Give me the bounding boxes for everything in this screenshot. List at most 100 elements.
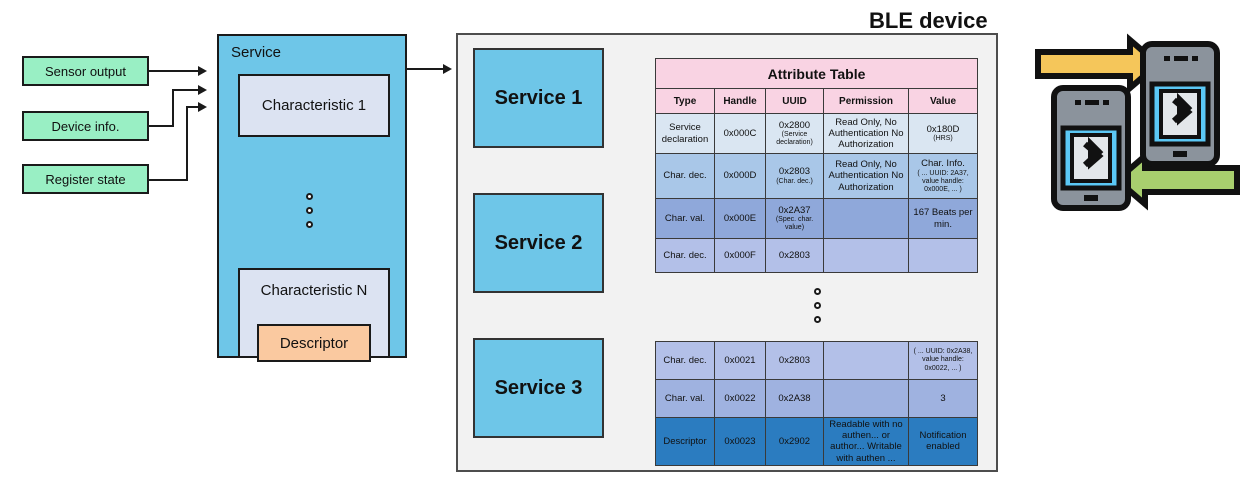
attribute-table-ellipsis xyxy=(814,288,821,323)
cell-handle: 0x000F xyxy=(714,238,766,273)
cell-uuid-main: 0x2803 xyxy=(778,249,811,261)
cell-uuid-main: 0x2803 xyxy=(778,166,811,178)
cell-type: Char. dec. xyxy=(655,153,715,199)
cell-uuid: 0x2800 (Service declaration) xyxy=(765,113,824,154)
cell-permission xyxy=(823,379,909,418)
cell-value xyxy=(907,238,979,273)
cell-handle: 0x000E xyxy=(714,198,766,239)
descriptor-box: Descriptor xyxy=(257,324,371,362)
dot-icon xyxy=(814,288,821,295)
cell-value-main: 3 xyxy=(940,392,946,404)
cell-handle: 0x0021 xyxy=(714,341,766,380)
cell-permission: Read Only, No Authentication No Authoriz… xyxy=(823,153,909,199)
cell-value-main: 0x180D xyxy=(926,123,960,135)
connector-register-state-h2 xyxy=(186,106,198,108)
cell-permission xyxy=(823,238,909,273)
connector-device-info-h1 xyxy=(149,125,174,127)
table-row: Char. dec. 0x0021 0x2803 ( ... UUID: 0x2… xyxy=(655,341,978,380)
service-box-3: Service 3 xyxy=(473,338,604,438)
cell-type: Service declaration xyxy=(655,113,715,154)
dot-icon xyxy=(814,316,821,323)
cell-uuid: 0x2902 xyxy=(765,417,824,466)
attribute-table-bottom: Char. dec. 0x0021 0x2803 ( ... UUID: 0x2… xyxy=(655,341,978,466)
cell-uuid-main: 0x2800 xyxy=(778,119,811,131)
characteristic-first-box: Characteristic 1 xyxy=(238,74,390,137)
attribute-table-top: Attribute Table Type Handle UUID Permiss… xyxy=(654,58,979,273)
cell-uuid-main: 0x2A37 xyxy=(778,204,811,216)
cell-uuid-main: 0x2A38 xyxy=(778,392,811,404)
connector-service-to-ble xyxy=(407,68,443,70)
characteristic-last-label: Characteristic N xyxy=(260,282,368,299)
arrow-head-ble xyxy=(443,64,452,74)
table-row: Char. dec. 0x000F 0x2803 xyxy=(655,238,979,273)
dot-icon xyxy=(814,302,821,309)
cell-value: 0x180D (HRS) xyxy=(907,113,979,154)
cell-handle: 0x000C xyxy=(714,113,766,154)
arrow-head-1 xyxy=(198,66,207,76)
cell-permission: Read Only, No Authentication No Authoriz… xyxy=(823,113,909,154)
connector-device-info-h2 xyxy=(172,89,198,91)
table-row: Char. val. 0x0022 0x2A38 3 xyxy=(655,379,978,418)
cell-uuid-sub: (Spec. char. value) xyxy=(775,216,814,232)
input-box-sensor-output: Sensor output xyxy=(22,56,149,86)
column-header-handle: Handle xyxy=(714,88,766,114)
cell-uuid: 0x2A38 xyxy=(765,379,824,418)
cell-type: Char. dec. xyxy=(655,341,715,380)
cell-handle: 0x0023 xyxy=(714,417,766,466)
table-row: Char. val. 0x000E 0x2A37 (Spec. char. va… xyxy=(655,198,979,239)
cell-uuid: 0x2803 (Char. dec.) xyxy=(765,153,824,199)
cell-value-main: Char. Info. xyxy=(921,158,965,170)
cell-value-sub: (HRS) xyxy=(933,135,953,143)
ble-device-title: BLE device xyxy=(869,8,988,33)
dot-icon xyxy=(306,221,313,228)
cell-value: 3 xyxy=(908,379,978,418)
table-row: Descriptor 0x0023 0x2902 Readable with n… xyxy=(655,417,978,466)
connector-register-state-v xyxy=(186,106,188,181)
table-row: Char. dec. 0x000D 0x2803 (Char. dec.) Re… xyxy=(655,153,979,199)
cell-permission xyxy=(823,198,909,239)
phone-device-right xyxy=(1140,41,1220,167)
service-panel: Service Characteristic 1 Characteristic … xyxy=(217,34,407,362)
input-box-register-state: Register state xyxy=(22,164,149,194)
cell-uuid-sub: (Char. dec.) xyxy=(776,177,813,185)
column-header-permission: Permission xyxy=(823,88,909,114)
input-box-device-info: Device info. xyxy=(22,111,149,141)
cell-type: Descriptor xyxy=(655,417,715,466)
cell-uuid-sub: (Service declaration) xyxy=(776,131,813,147)
cell-uuid-main: 0x2803 xyxy=(778,354,811,366)
connector-device-info-v xyxy=(172,89,174,127)
cell-permission: Readable with no authen... or author... … xyxy=(823,417,909,466)
dot-icon xyxy=(306,193,313,200)
cell-value: 167 Beats per min. xyxy=(907,198,979,239)
cell-uuid: 0x2803 xyxy=(765,341,824,380)
cell-handle: 0x0022 xyxy=(714,379,766,418)
attribute-table-title: Attribute Table xyxy=(654,58,979,89)
column-header-type: Type xyxy=(655,88,715,114)
service-box-1: Service 1 xyxy=(473,48,604,148)
attribute-table-title-row: Attribute Table xyxy=(654,58,979,89)
cell-type: Char. val. xyxy=(655,198,715,239)
cell-value: ( ... UUID: 0x2A38, value handle: 0x0022… xyxy=(908,341,978,380)
cell-type: Char. val. xyxy=(655,379,715,418)
cell-type: Char. dec. xyxy=(655,238,715,273)
attribute-table-header-row: Type Handle UUID Permission Value xyxy=(655,88,979,114)
ble-phones-illustration xyxy=(1035,33,1240,211)
arrow-head-2 xyxy=(198,85,207,95)
cell-uuid: 0x2803 xyxy=(765,238,824,273)
table-row: Service declaration 0x000C 0x2800 (Servi… xyxy=(655,113,979,154)
column-header-value: Value xyxy=(907,88,979,114)
service-panel-ellipsis xyxy=(306,193,313,228)
cell-value-sub: ( ... UUID: 2A37, value handle: 0x000E, … xyxy=(917,169,969,193)
arrow-head-3 xyxy=(198,102,207,112)
cell-permission xyxy=(823,341,909,380)
service-panel-title: Service xyxy=(231,44,282,61)
cell-value: Char. Info. ( ... UUID: 2A37, value hand… xyxy=(907,153,979,199)
cell-uuid-main: 0x2902 xyxy=(778,435,811,447)
connector-register-state-h1 xyxy=(149,179,188,181)
phone-device-left xyxy=(1051,85,1131,211)
cell-value: Notification enabled xyxy=(908,417,978,466)
dot-icon xyxy=(306,207,313,214)
connector-sensor-output xyxy=(149,70,198,72)
service-box-2: Service 2 xyxy=(473,193,604,293)
cell-uuid: 0x2A37 (Spec. char. value) xyxy=(765,198,824,239)
